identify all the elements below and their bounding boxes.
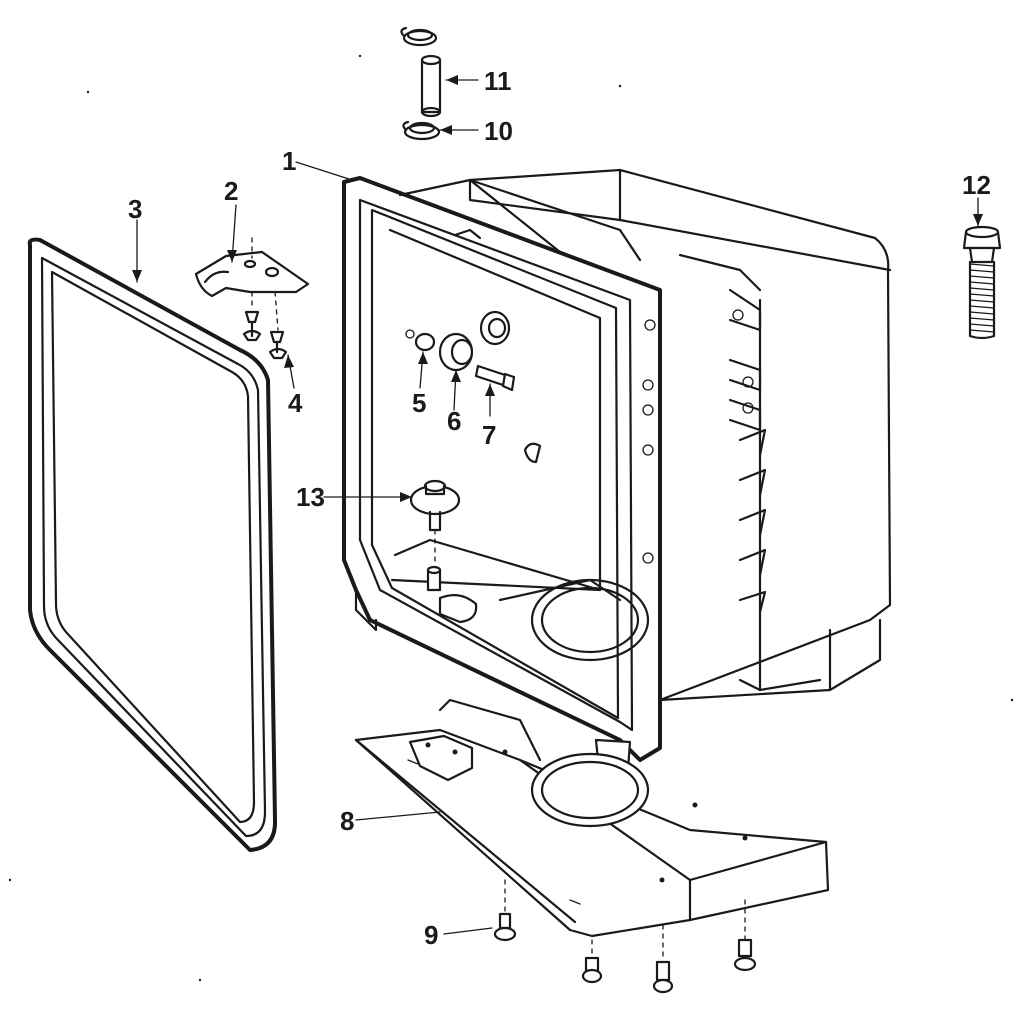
- callout-12: 12: [962, 170, 991, 200]
- base-plate-part: [354, 698, 830, 938]
- callout-5: 5: [412, 388, 426, 418]
- fitting-part-12: [962, 225, 1002, 340]
- callout-3: 3: [128, 194, 142, 224]
- tub-assembly-part: [342, 168, 892, 774]
- callout-4: 4: [288, 388, 303, 418]
- hinge-bracket-part: [194, 237, 310, 331]
- print-speckles: [8, 54, 1014, 982]
- callout-13: 13: [296, 482, 325, 512]
- callout-11: 11: [484, 66, 512, 96]
- callout-8: 8: [340, 806, 354, 836]
- callout-10: 10: [484, 116, 513, 146]
- callout-1: 1: [282, 146, 296, 176]
- screw-part-4: [242, 310, 288, 360]
- callout-9: 9: [424, 920, 438, 950]
- leader-arrowheads: [132, 75, 983, 502]
- hose-and-clamps-part: [400, 26, 442, 141]
- door-gasket-part: [27, 237, 278, 852]
- callout-2: 2: [224, 176, 238, 206]
- leader-lines: [136, 79, 979, 935]
- callout-7: 7: [482, 420, 496, 450]
- screws-part-9: [493, 879, 757, 994]
- callout-6: 6: [447, 406, 461, 436]
